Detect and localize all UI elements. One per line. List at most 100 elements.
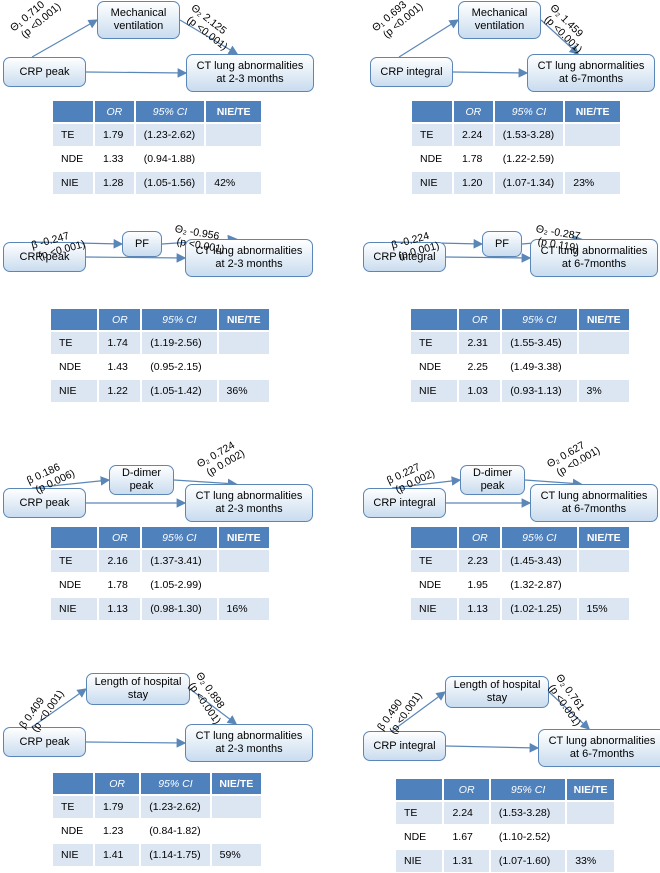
table-cell: (1.07-1.34) [493,171,565,195]
exposure-box-text: CRP peak [19,496,70,509]
table-cell: 1.33 [93,147,135,171]
table-cell: (1.05-2.99) [141,573,218,597]
column-header [50,526,99,549]
mediator-box-text: D-dimer peak [472,467,513,492]
table-cell: NIE [410,379,459,403]
arrow-exposure-to-mediator [31,688,87,728]
table-cell [564,123,621,147]
column-header: OR [458,526,502,549]
outcome-box: CT lung abnormalities at 6-7months [538,729,660,767]
arrow-mediator-to-outcome [540,19,580,55]
mediator-box-text: PF [134,237,150,250]
path-arrows [398,19,580,78]
table-cell: NIE [50,379,99,403]
column-header: 95% CI [489,778,567,801]
outcome-box-text: CT lung abnormalities at 6-7months [548,735,656,760]
arrow-exposure-to-outcome [452,68,529,78]
mediator-box-text: Mechanical ventilation [110,7,167,32]
table-cell [577,573,630,597]
arrow-mediator-to-outcome [189,688,238,725]
exposure-box-text: CRP integral [373,250,436,263]
column-header: OR [458,308,502,331]
column-header: 95% CI [501,308,578,331]
exposure-box-text: CRP integral [373,739,436,752]
outcome-box: CT lung abnormalities at 6-7months [527,54,655,92]
table-cell: 23% [564,171,621,195]
exposure-box: CRP peak [3,727,86,757]
exposure-box-text: CRP peak [19,735,70,748]
table-cell: (1.14-1.75) [140,843,211,867]
column-header [395,778,444,801]
column-header: NIE/TE [564,100,621,123]
table-cell: 1.23 [93,819,141,843]
table-cell: (0.98-1.30) [141,597,218,621]
table-cell [566,801,615,825]
table-cell: (1.07-1.60) [489,849,567,873]
table-cell: (1.23-2.62) [140,795,211,819]
table-cell: (1.05-1.42) [141,379,218,403]
table-cell: TE [52,795,94,819]
column-header: OR [98,308,142,331]
table-cell: 1.13 [458,597,502,621]
table-cell: TE [411,123,453,147]
column-header: 95% CI [140,772,211,795]
mediation-panel: CRP integral Length of hospital stay CT lu… [330,654,660,873]
table-cell: NIE [52,171,94,195]
table-cell: (1.23-2.62) [134,123,206,147]
table-cell: 2.16 [98,549,142,573]
table-cell: (1.05-1.56) [134,171,206,195]
outcome-box: CT lung abnormalities at 2-3 months [185,484,313,522]
arrow-exposure-to-mediator [398,19,460,58]
outcome-box-text: CT lung abnormalities at 6-7months [537,60,645,85]
table-cell: NIE [410,597,459,621]
table-cell: 2.24 [452,123,494,147]
table-cell: (1.55-3.45) [501,331,578,355]
table-cell: 3% [577,379,630,403]
table-cell [577,549,630,573]
table-cell: 1.20 [452,171,494,195]
exposure-box-text: CRP peak [19,65,70,78]
table-cell: 2.25 [458,355,502,379]
table-cell: TE [52,123,94,147]
table-cell: 1.74 [98,331,142,355]
arrow-exposure-to-outcome [445,253,532,263]
arrow-exposure-to-outcome [445,743,540,753]
column-header: OR [93,772,141,795]
table-cell: 1.31 [443,849,490,873]
mediator-box-text: D-dimer peak [121,467,162,492]
column-header: 95% CI [501,526,578,549]
exposure-box-text: CRP peak [19,250,70,263]
column-header: OR [443,778,490,801]
mediation-panel: CRP peak PF CT lung abnormalities at 2-3 m… [0,218,330,436]
table-cell: (1.10-2.52) [489,825,567,849]
outcome-box-text: CT lung abnormalities at 6-7months [540,490,648,515]
table-cell: (1.49-3.38) [501,355,578,379]
table-cell [217,573,270,597]
exposure-box: CRP peak [3,242,86,272]
mediator-box: D-dimer peak [460,465,525,495]
table-cell: 1.03 [458,379,502,403]
table-cell: NDE [52,147,94,171]
table-cell: TE [395,801,444,825]
column-header: OR [93,100,135,123]
column-header: NIE/TE [210,772,262,795]
outcome-box-text: CT lung abnormalities at 2-3 months [195,245,303,270]
table-cell [577,355,630,379]
exposure-box: CRP peak [3,57,86,87]
path-arrows [391,476,583,508]
mediator-box-text: Length of hospital stay [453,679,541,704]
column-header [52,100,94,123]
table-cell: TE [50,331,99,355]
